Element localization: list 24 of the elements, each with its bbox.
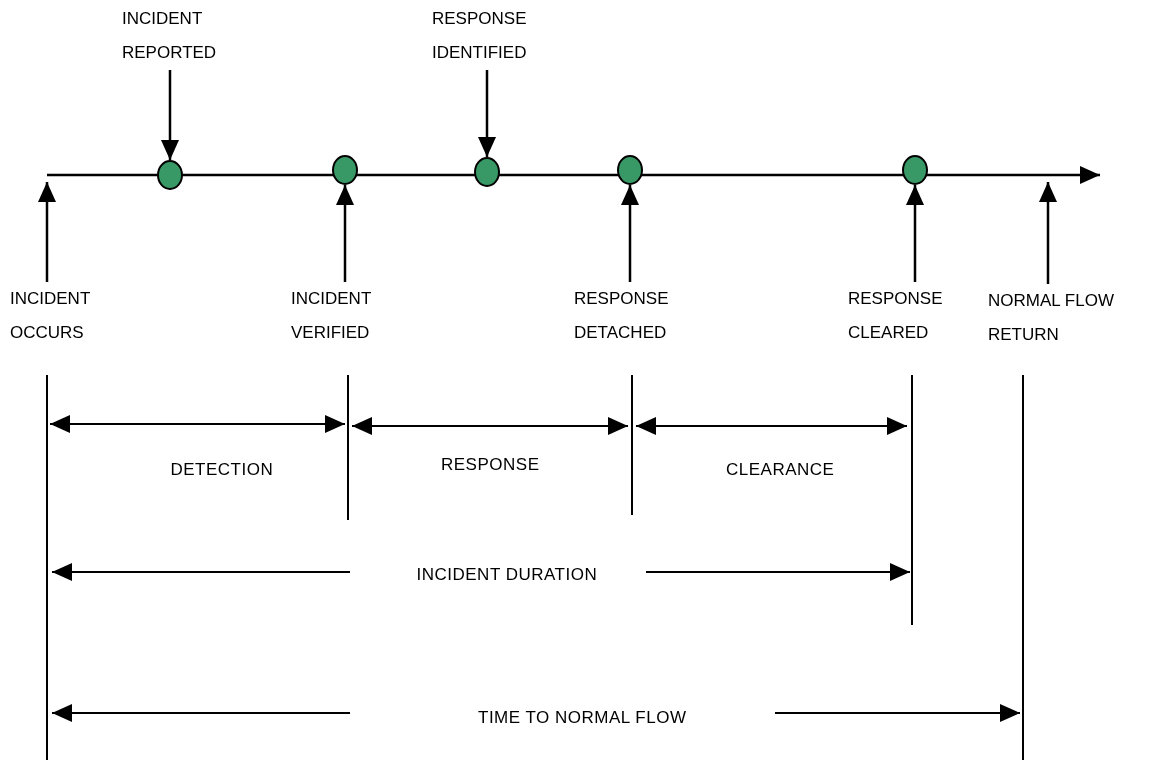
leader-arrow <box>621 185 639 282</box>
milestone-label: INCIDENT VERIFIED <box>291 282 416 350</box>
milestone-dot <box>902 155 928 185</box>
milestone-label: RESPONSE IDENTIFIED <box>432 2 562 70</box>
span-label: DETECTION <box>170 460 274 480</box>
leader-arrow <box>906 185 924 282</box>
leader-arrow <box>161 70 179 160</box>
span-label: INCIDENT DURATION <box>416 565 598 585</box>
milestone-dot <box>474 157 500 187</box>
span-label: TIME TO NORMAL FLOW <box>478 708 687 728</box>
milestone-label: INCIDENT REPORTED <box>122 2 252 70</box>
leader-arrow <box>336 185 354 282</box>
leader-arrow <box>478 70 496 157</box>
leader-arrow <box>1039 182 1057 284</box>
span-label: CLEARANCE <box>726 460 835 480</box>
span-label: RESPONSE <box>441 455 540 475</box>
milestone-label: INCIDENT OCCURS <box>10 282 135 350</box>
milestone-dot <box>332 155 358 185</box>
leader-arrow <box>38 182 56 282</box>
milestone-label: NORMAL FLOW RETURN <box>988 284 1133 352</box>
milestone-dot <box>617 155 643 185</box>
milestone-label: RESPONSE CLEARED <box>848 282 973 350</box>
milestone-label: RESPONSE DETACHED <box>574 282 699 350</box>
milestone-dot <box>157 160 183 190</box>
